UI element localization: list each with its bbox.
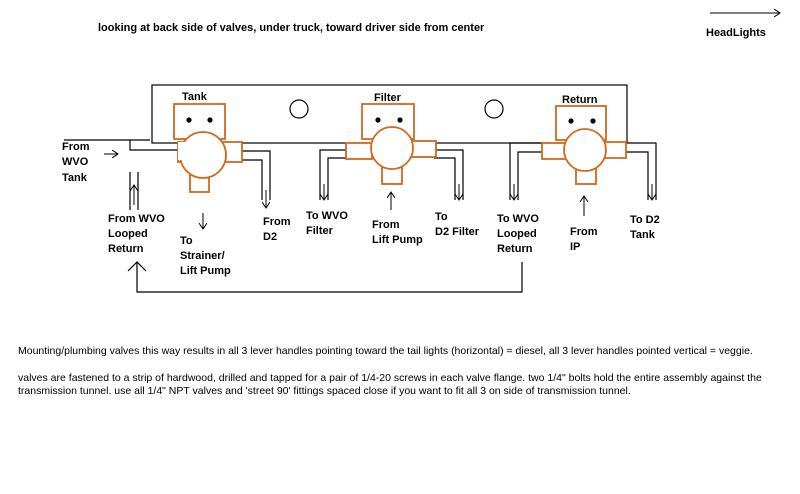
valve-filter-label: Filter — [374, 92, 402, 104]
label-to-d2-tank: To D2 Tank — [630, 214, 663, 241]
pipe-to-wvo-looped-return — [509, 142, 543, 200]
label-from-lift-pump: From Lift Pump — [372, 219, 423, 246]
pipe-looped-return-in — [129, 172, 139, 210]
valve-return: Return — [541, 94, 627, 185]
label-from-wvo-looped-return: From WVO Looped Return — [108, 213, 168, 255]
return-loop-arrowhead — [127, 261, 147, 272]
label-from-d2: From D2 — [263, 216, 294, 243]
pipe-to-d2-filter — [434, 149, 464, 200]
label-from-ip: From IP — [570, 226, 601, 253]
headlights-label: HeadLights — [706, 27, 766, 39]
label-from-wvo-tank: From WVO Tank — [62, 141, 93, 184]
note-lever-handles: Mounting/plumbing valves this way result… — [18, 345, 753, 357]
label-to-d2-filter: To D2 Filter — [435, 211, 480, 238]
valve-filter: Filter — [345, 92, 437, 185]
note-mounting-details: valves are fastened to a strip of hardwo… — [18, 372, 762, 397]
valve-tank-label: Tank — [182, 91, 208, 103]
label-to-wvo-looped-return: To WVO Looped Return — [497, 213, 542, 255]
mounting-bolt-hole-left — [289, 99, 309, 119]
mounting-bolt-hole-right — [484, 99, 504, 119]
diagram-title: looking at back side of valves, under tr… — [98, 22, 485, 34]
pipe-from-wvo-tank — [64, 139, 178, 151]
pipe-to-d2-tank — [625, 142, 657, 200]
pipe-to-wvo-filter — [319, 149, 347, 200]
return-loop-line — [136, 262, 523, 293]
label-to-strainer-lift-pump: To Strainer/ Lift Pump — [180, 235, 231, 277]
valve-return-label: Return — [562, 94, 598, 106]
label-to-wvo-filter: To WVO Filter — [306, 210, 351, 237]
valve-tank: Tank — [173, 91, 243, 193]
pipe-from-d2 — [240, 150, 271, 200]
